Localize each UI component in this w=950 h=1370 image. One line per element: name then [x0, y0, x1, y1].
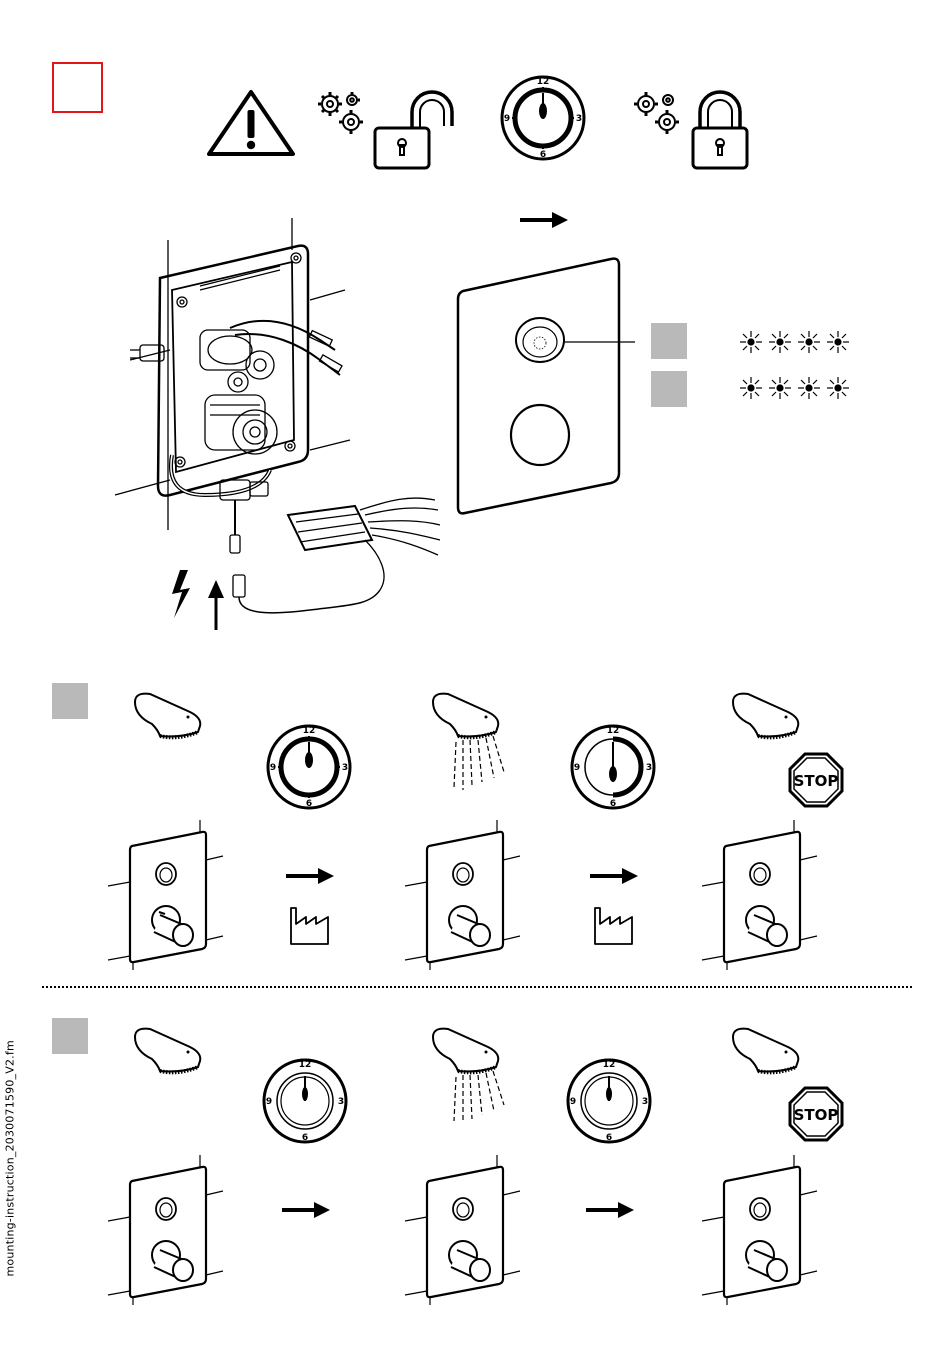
- svg-text:3: 3: [342, 763, 348, 773]
- section-divider: [42, 986, 912, 988]
- dial-label-12: 12: [537, 77, 550, 87]
- led-blink-icon: [769, 377, 791, 399]
- led-blink-icon: [827, 377, 849, 399]
- indicator-box-1: [651, 323, 687, 359]
- shower-head-icon-off: [130, 1025, 210, 1075]
- arrow-right-icon: [286, 866, 336, 886]
- timer-dial-icon-header: 12 3 6 9: [498, 75, 588, 161]
- stop-sign-icon: STOP: [788, 752, 844, 808]
- padlock-open-icon: [372, 90, 458, 172]
- factory-icon: [288, 904, 332, 946]
- control-panel-faceplate: [455, 255, 625, 515]
- svg-text:12: 12: [299, 1060, 312, 1070]
- factory-icon: [592, 904, 636, 946]
- timer-dial-icon: 12 3 6 9: [264, 724, 354, 810]
- control-panel-knob: [405, 1155, 525, 1305]
- arrow-right-icon: [520, 210, 570, 230]
- arrow-right-icon: [586, 1200, 636, 1220]
- control-panel-knob: [702, 820, 822, 970]
- timer-dial-icon-thin: 12 3 6 9: [564, 1058, 654, 1144]
- dial-label-9: 9: [504, 114, 510, 124]
- shower-head-icon-off: [130, 690, 210, 740]
- led-blink-icon: [798, 331, 820, 353]
- svg-text:6: 6: [606, 1133, 612, 1143]
- svg-text:6: 6: [610, 799, 616, 809]
- led-blink-icon: [827, 331, 849, 353]
- led-blink-icon: [769, 331, 791, 353]
- section-2-marker: [52, 1018, 88, 1054]
- installation-assembly-diagram: [110, 210, 440, 640]
- shower-head-icon-off: [728, 1025, 808, 1075]
- timer-dial-icon-thin: 12 3 6 9: [260, 1058, 350, 1144]
- svg-text:3: 3: [642, 1097, 648, 1107]
- shower-head-icon-on: [428, 1025, 518, 1135]
- control-panel-knob: [108, 820, 228, 970]
- indicator-box-2: [651, 371, 687, 407]
- svg-text:9: 9: [270, 763, 276, 773]
- document-filename-label: mounting-instruction_2030071590_V2.fm: [4, 1077, 17, 1277]
- svg-text:9: 9: [570, 1097, 576, 1107]
- control-panel-knob: [702, 1155, 822, 1305]
- led-blink-icon: [798, 377, 820, 399]
- shower-head-icon-off: [728, 690, 808, 740]
- stop-label: STOP: [794, 772, 839, 790]
- led-blink-icon: [740, 377, 762, 399]
- section-1-marker: [52, 683, 88, 719]
- padlock-closed-icon: [690, 90, 750, 172]
- led-blink-icon: [740, 331, 762, 353]
- svg-text:9: 9: [574, 763, 580, 773]
- svg-text:9: 9: [266, 1097, 272, 1107]
- stop-sign-icon: STOP: [788, 1086, 844, 1142]
- arrow-up-icon: [208, 580, 224, 630]
- stop-label: STOP: [794, 1106, 839, 1124]
- gears-icon: [632, 90, 682, 136]
- arrow-right-icon: [590, 866, 640, 886]
- step-number-box: [52, 62, 103, 113]
- svg-text:12: 12: [607, 726, 620, 736]
- warning-triangle-icon: [205, 88, 297, 158]
- control-panel-knob: [108, 1155, 228, 1305]
- shower-head-icon-on: [428, 690, 518, 800]
- dial-label-6: 6: [540, 150, 546, 160]
- lightning-icon: [172, 570, 190, 618]
- arrow-right-icon: [282, 1200, 332, 1220]
- dial-label-3: 3: [576, 114, 582, 124]
- control-panel-knob: [405, 820, 525, 970]
- svg-text:3: 3: [338, 1097, 344, 1107]
- timer-dial-icon-half: 12 3 6 9: [568, 724, 658, 810]
- svg-text:3: 3: [646, 763, 652, 773]
- led-blink-row-1: [738, 328, 853, 356]
- gears-icon: [316, 90, 366, 136]
- svg-text:12: 12: [603, 1060, 616, 1070]
- svg-text:6: 6: [302, 1133, 308, 1143]
- led-blink-row-2: [738, 374, 853, 402]
- svg-text:12: 12: [303, 726, 316, 736]
- svg-text:6: 6: [306, 799, 312, 809]
